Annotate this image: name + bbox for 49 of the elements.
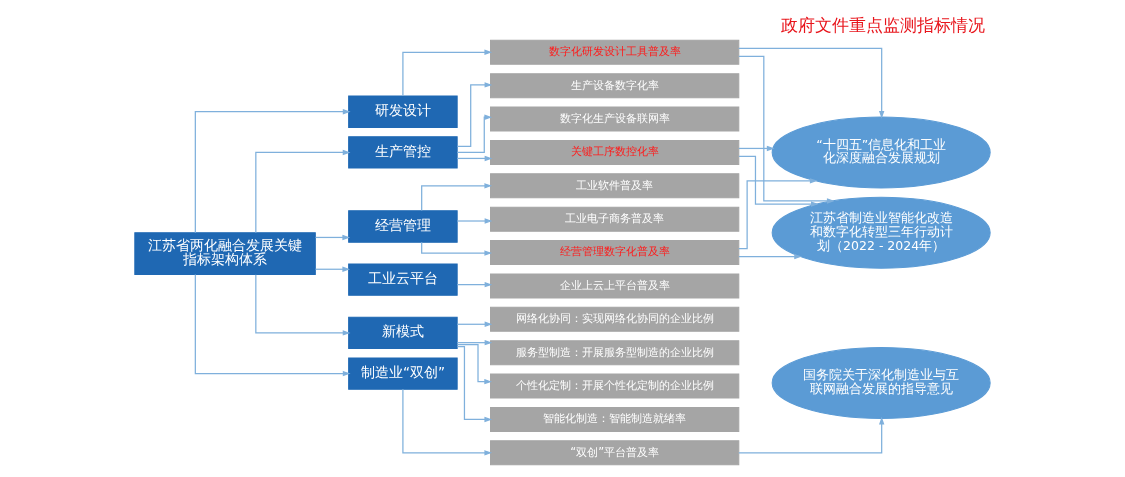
node-box: 数字化生产设备联网率 [490, 106, 740, 132]
arrow [456, 114, 493, 153]
arrow [456, 321, 493, 327]
node-ellipse: “十四五”信息化和工业化深度融合发展规划 [771, 115, 991, 188]
arrow [402, 49, 493, 96]
node-box: 企业上云上平台普及率 [490, 272, 740, 298]
node-ellipse: 国务院关于深化制造业与互联网融合发展的指导意见 [771, 346, 991, 419]
arrow [402, 388, 493, 456]
node-box: 生产管控 [348, 135, 458, 169]
arrow [456, 339, 493, 345]
arrow [456, 217, 493, 224]
arrow [314, 234, 351, 240]
node-box: 关键工序数控化率 [490, 139, 740, 165]
node-box: 江苏省两化融合发展关键指标架构体系 [134, 231, 316, 275]
node-box: 工业电子商务普及率 [490, 206, 740, 232]
arrow [456, 345, 493, 422]
node-box: 经营管理数字化普及率 [490, 239, 740, 265]
arrow [738, 416, 885, 453]
arrow [738, 253, 802, 259]
arrow [421, 241, 493, 256]
arrow [194, 273, 351, 376]
arrow [421, 182, 493, 211]
arrow [314, 266, 351, 272]
arrow [738, 55, 835, 204]
node-box: 经营管理 [348, 209, 458, 243]
arrow [738, 47, 885, 119]
arrow [738, 155, 819, 207]
node-box: 个性化定制：开展个性化定制的企业比例 [490, 373, 740, 399]
node-box: 数字化研发设计工具普及率 [490, 39, 740, 65]
arrow [456, 155, 493, 161]
arrow [255, 149, 351, 233]
node-box: “双创”平台普及率 [490, 439, 740, 465]
node-box: 服务型制造：开展服务型制造的企业比例 [490, 339, 740, 365]
node-box: 智能化制造：智能制造就绪率 [490, 406, 740, 432]
arrow [738, 145, 775, 151]
node-box: 新模式 [348, 316, 458, 349]
node-box: 工业云平台 [348, 263, 458, 296]
node-box: 研发设计 [348, 95, 458, 128]
arrow [456, 281, 493, 287]
arrow [456, 343, 493, 384]
arrow [255, 273, 351, 336]
node-box: 网络化协同：实现网络化协同的企业比例 [490, 306, 740, 332]
node-box: 工业软件普及率 [490, 172, 740, 198]
arrow [194, 108, 351, 233]
diagram-title: 政府文件重点监测指标情况 [780, 15, 985, 35]
node-box: 制造业“双创” [348, 356, 458, 390]
arrow [456, 81, 493, 147]
arrow [738, 177, 818, 249]
node-box: 生产设备数字化率 [490, 72, 740, 98]
